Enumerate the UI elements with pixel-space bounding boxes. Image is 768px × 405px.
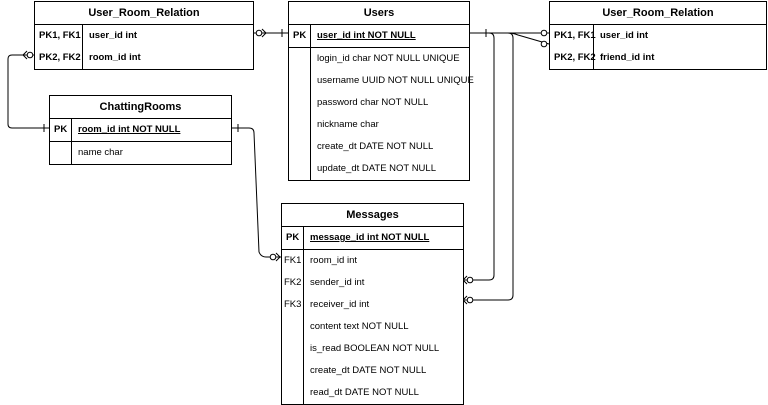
field-label: message_id int NOT NULL [310, 232, 430, 243]
entity-row: username UUID NOT NULL UNIQUE [289, 70, 474, 92]
entity-row: FK1 room_id int [282, 250, 463, 272]
entity-row: read_dt DATE NOT NULL [282, 382, 463, 404]
key-label: PK2, FK2 [550, 47, 596, 69]
entity-title: User_Room_Relation [550, 2, 766, 25]
key-label: PK [50, 119, 72, 141]
entity-title: Messages [282, 204, 463, 227]
entity-chatting-rooms[interactable]: ChattingRooms PK room_id int NOT NULL na… [49, 95, 232, 165]
field-label: room_id int [310, 255, 357, 266]
field-label: user_id int [600, 30, 649, 41]
key-label: PK1, FK1 [550, 25, 596, 47]
field-label: friend_id int [600, 52, 655, 63]
entity-pk-row: PK room_id int NOT NULL [50, 119, 231, 142]
field-label: is_read BOOLEAN NOT NULL [310, 343, 440, 354]
entity-row: FK3 receiver_id int [282, 294, 463, 316]
entity-user-room-relation-right[interactable]: User_Room_Relation PK1, FK1 user_id int … [549, 1, 767, 70]
entity-row: login_id char NOT NULL UNIQUE [289, 48, 469, 70]
key-label: FK1 [282, 250, 304, 272]
entity-row: nickname char [289, 114, 469, 136]
field-label: login_id char NOT NULL UNIQUE [317, 53, 460, 64]
key-label: FK3 [282, 294, 304, 316]
entity-messages[interactable]: Messages PK message_id int NOT NULL FK1 … [281, 203, 464, 405]
key-label: PK1, FK1 [35, 25, 83, 47]
field-label: update_dt DATE NOT NULL [317, 163, 436, 174]
entity-row: password char NOT NULL [289, 92, 469, 114]
entity-row: is_read BOOLEAN NOT NULL [282, 338, 463, 360]
link-users-urr-right [470, 32, 550, 45]
field-label: name char [78, 147, 123, 158]
field-label: room_id int [89, 52, 141, 63]
entity-row: content text NOT NULL [282, 316, 463, 338]
entity-row: update_dt DATE NOT NULL [289, 158, 469, 180]
entity-row: PK1, FK1 user_id int [550, 25, 766, 47]
link-rooms-messages [232, 127, 281, 258]
entity-row: create_dt DATE NOT NULL [289, 136, 469, 158]
entity-row: FK2 sender_id int [282, 272, 463, 294]
field-label: receiver_id int [310, 299, 370, 310]
field-label: sender_id int [310, 277, 365, 288]
entity-user-room-relation-left[interactable]: User_Room_Relation PK1, FK1 user_id int … [34, 1, 254, 70]
entity-row: PK1, FK1 user_id int [35, 25, 253, 47]
key-label: PK [289, 25, 311, 47]
field-label: user_id int [89, 30, 138, 41]
key-label: PK2, FK2 [35, 47, 83, 69]
field-label: user_id int NOT NULL [317, 30, 416, 41]
entity-title: Users [289, 2, 469, 25]
field-label: room_id int NOT NULL [78, 124, 181, 135]
entity-row: name char [50, 142, 231, 164]
field-label: username UUID NOT NULL UNIQUE [317, 75, 474, 86]
field-label: create_dt DATE NOT NULL [317, 141, 434, 152]
entity-title: ChattingRooms [50, 96, 231, 119]
field-label: content text NOT NULL [310, 321, 409, 332]
entity-pk-row: PK message_id int NOT NULL [282, 227, 463, 250]
field-label: create_dt DATE NOT NULL [310, 365, 427, 376]
field-label: password char NOT NULL [317, 97, 429, 108]
key-label: FK2 [282, 272, 304, 294]
entity-row: create_dt DATE NOT NULL [282, 360, 463, 382]
entity-title: User_Room_Relation [35, 2, 253, 25]
key-label: PK [282, 227, 304, 249]
entity-row: PK2, FK2 room_id int [35, 47, 253, 69]
link-crow-urr-left [255, 29, 263, 37]
entity-users[interactable]: Users PK user_id int NOT NULL login_id c… [288, 1, 474, 181]
entity-pk-row: PK user_id int NOT NULL [289, 25, 469, 48]
entity-row: PK2, FK2 friend_id int [550, 47, 766, 69]
field-label: read_dt DATE NOT NULL [310, 387, 419, 398]
field-label: nickname char [317, 119, 379, 130]
